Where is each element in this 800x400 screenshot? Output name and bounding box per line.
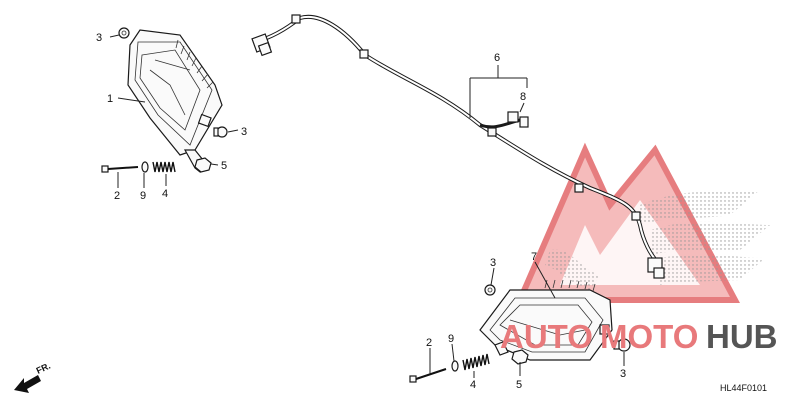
grommet-lower-right bbox=[613, 338, 631, 352]
callout-3-right: 3 bbox=[241, 126, 247, 138]
callout-7: 7 bbox=[531, 251, 537, 263]
callout-9-upper: 9 bbox=[140, 190, 146, 202]
front-label: FR. bbox=[35, 361, 52, 376]
headlight-upper bbox=[127, 29, 223, 174]
diagram-code: HL44F0101 bbox=[720, 383, 767, 393]
callout-2-upper: 2 bbox=[114, 190, 120, 202]
callout-4-upper: 4 bbox=[162, 188, 168, 200]
nut-upper bbox=[194, 157, 212, 173]
spring-upper bbox=[152, 161, 176, 173]
wire-harness bbox=[251, 14, 665, 279]
leader-lines bbox=[109, 34, 625, 378]
watermark-hub: HUB bbox=[706, 318, 778, 355]
bolt-upper bbox=[101, 165, 139, 173]
callout-4-lower: 4 bbox=[470, 379, 476, 391]
washer-upper bbox=[141, 161, 149, 173]
watermark-logo bbox=[515, 142, 770, 303]
callout-9-lower: 9 bbox=[448, 333, 454, 345]
watermark-auto: AUTO bbox=[500, 318, 593, 355]
headlight-lower bbox=[479, 279, 613, 361]
callout-3-top: 3 bbox=[96, 32, 102, 44]
grommet-lower-top bbox=[484, 284, 496, 296]
spring-lower bbox=[462, 353, 490, 371]
washer-lower bbox=[451, 360, 459, 372]
watermark-wing bbox=[640, 190, 760, 225]
front-direction-arrow: FR. bbox=[14, 361, 52, 393]
bolt-lower bbox=[409, 368, 447, 383]
watermark-moto: MOTO bbox=[600, 318, 698, 355]
callout-5-upper: 5 bbox=[221, 160, 227, 172]
callout-6: 6 bbox=[494, 52, 500, 64]
callout-8: 8 bbox=[520, 91, 526, 103]
callout-2-lower: 2 bbox=[426, 337, 432, 349]
callout-3-lower-top: 3 bbox=[490, 257, 496, 269]
callout-5-lower: 5 bbox=[516, 379, 522, 391]
grommet-upper-top bbox=[118, 27, 130, 39]
callout-labels: 3 1 3 2 9 4 5 6 8 7 3 3 2 9 4 5 bbox=[96, 32, 626, 391]
callout-1: 1 bbox=[107, 93, 113, 105]
grommet-upper-right bbox=[213, 126, 228, 138]
callout-3-lower-right: 3 bbox=[620, 368, 626, 380]
arrow-icon bbox=[14, 375, 41, 393]
watermark-text: AUTO MOTO HUB bbox=[500, 318, 778, 355]
nut-lower bbox=[511, 349, 529, 365]
